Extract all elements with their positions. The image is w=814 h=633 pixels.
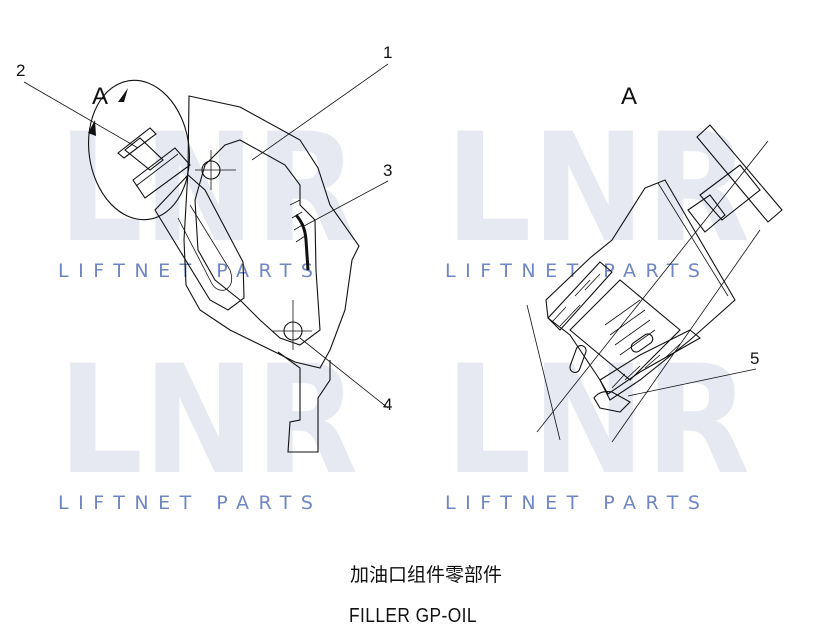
rotation-arrow-left <box>88 120 96 136</box>
watermark-top-left: LNR LIFTNET PARTS <box>58 102 358 282</box>
watermark-caption: LIFTNET PARTS <box>445 492 709 514</box>
watermark-bottom-left: LNR LIFTNET PARTS <box>58 334 358 514</box>
arm-slot <box>177 204 233 291</box>
axis-line-b <box>611 229 761 443</box>
leader-line-3 <box>303 180 389 227</box>
seal-hatch <box>289 199 306 243</box>
callout-5: 5 <box>750 349 759 368</box>
section-wall-lower <box>599 329 701 395</box>
stem-cone <box>699 164 761 221</box>
axis-line-c <box>526 304 561 441</box>
watermark-caption: LIFTNET PARTS <box>58 260 322 282</box>
bolt-hole-upper <box>195 150 236 190</box>
title-chinese: 加油口组件零部件 <box>350 564 502 586</box>
outer-plate-outline <box>183 95 360 369</box>
watermark-caption: LIFTNET PARTS <box>445 260 709 282</box>
callout-3: 3 <box>383 161 392 180</box>
inner-latch-left <box>569 344 587 374</box>
cap-handle <box>124 137 164 171</box>
watermark-logo: LNR <box>445 102 750 276</box>
leader-line-4 <box>299 337 389 409</box>
rotation-arrow-top <box>118 88 128 102</box>
rotation-detail-circle <box>87 79 191 221</box>
watermark-top-right: LNR LIFTNET PARTS <box>445 102 750 282</box>
cap-ring <box>135 153 179 187</box>
seal-strip <box>294 213 310 271</box>
slotted-arm-outline <box>154 174 245 311</box>
watermark-logo: LNR <box>58 334 358 508</box>
inner-latch-right <box>630 333 654 353</box>
stem-neck <box>687 194 726 233</box>
watermark-bottom-right: LNR LIFTNET PARTS <box>445 334 750 514</box>
bolt-hole-lower <box>272 300 312 350</box>
inner-cap <box>569 279 681 381</box>
left-assembly-view <box>87 79 360 453</box>
section-hatch-lower <box>611 343 681 389</box>
bracket-tab-outline <box>277 351 331 453</box>
callout-4: 4 <box>383 395 392 414</box>
callout-1: 1 <box>383 43 392 62</box>
section-hatch <box>551 273 601 327</box>
hinge-plate-outline <box>194 139 321 346</box>
watermark-caption: LIFTNET PARTS <box>58 492 322 514</box>
inner-gasket <box>593 391 631 413</box>
watermark-logo: LNR <box>445 334 750 508</box>
handle-bar <box>696 124 783 223</box>
right-detail-view <box>526 124 783 443</box>
cap-handle-bar <box>117 127 157 159</box>
leader-lines-left <box>23 63 389 409</box>
axis-line-a <box>536 140 769 433</box>
leader-line-5 <box>627 368 757 397</box>
view-marker-a: A <box>92 83 108 110</box>
leader-line-2 <box>23 81 139 149</box>
view-title-a: A <box>621 83 637 110</box>
callout-2: 2 <box>16 61 25 80</box>
section-wall <box>547 261 613 331</box>
title-english: FILLER GP-OIL <box>349 605 477 627</box>
leader-line-1 <box>251 63 389 161</box>
inner-spring <box>604 299 656 356</box>
cylinder-edge <box>657 182 729 297</box>
